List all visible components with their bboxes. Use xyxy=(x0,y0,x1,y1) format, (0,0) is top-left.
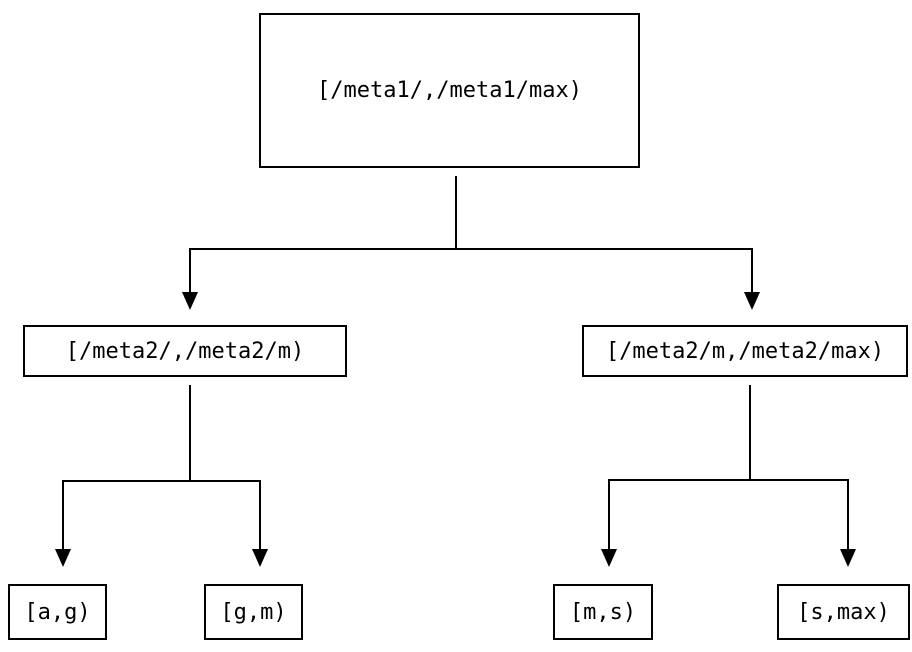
leaf-range-node-ag: [a,g) xyxy=(8,584,107,640)
connector-line xyxy=(608,479,849,550)
arrowhead-icon xyxy=(601,549,617,567)
root-range-label: [/meta1/,/meta1/max) xyxy=(317,78,582,103)
arrowhead-icon xyxy=(182,292,198,310)
root-range-node: [/meta1/,/meta1/max) xyxy=(259,13,640,168)
arrowhead-icon xyxy=(252,549,268,567)
leaf-range-node-ms: [m,s) xyxy=(553,584,653,640)
leaf-range-label-smax: [s,max) xyxy=(797,599,890,625)
meta2-left-range-label: [/meta2/,/meta2/m) xyxy=(65,338,305,364)
meta2-right-range-node: [/meta2/m,/meta2/max) xyxy=(582,325,908,377)
connector-line xyxy=(62,480,261,550)
leaf-range-label-ms: [m,s) xyxy=(569,599,637,625)
meta2-left-range-node: [/meta2/,/meta2/m) xyxy=(23,325,347,377)
leaf-range-label-gm: [g,m) xyxy=(220,599,287,625)
arrowhead-icon xyxy=(744,292,760,310)
meta2-right-range-label: [/meta2/m,/meta2/max) xyxy=(605,338,885,364)
connector-line xyxy=(189,248,753,293)
arrowhead-icon xyxy=(55,549,71,567)
leaf-range-node-smax: [s,max) xyxy=(777,584,910,640)
leaf-range-node-gm: [g,m) xyxy=(204,584,303,640)
leaf-range-label-ag: [a,g) xyxy=(24,599,91,625)
arrowhead-icon xyxy=(840,549,856,567)
